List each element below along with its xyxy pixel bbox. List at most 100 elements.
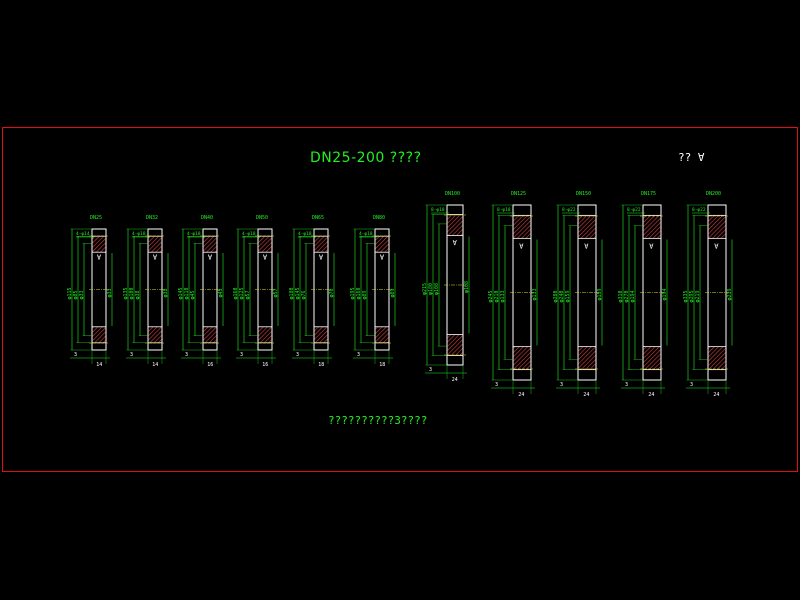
- diameter-label: φ145: [178, 287, 184, 299]
- diameter-label: φ135: [123, 287, 129, 299]
- gap-dimension-label: 3: [429, 367, 432, 373]
- flange-hatch-lower: [642, 346, 662, 371]
- thickness-dimension-label: 24: [648, 392, 654, 398]
- roughness-symbol-icon: ∀: [519, 243, 524, 251]
- diameter-label: φ89: [362, 290, 368, 299]
- diameter-label: φ100: [129, 287, 135, 299]
- bore-label: φ38: [163, 288, 169, 297]
- bore-label: φ33: [107, 288, 113, 297]
- flange-label: DN175: [641, 191, 656, 197]
- flange-hatch-lower: [577, 346, 597, 371]
- bolt-hole-note: 4-φ18: [298, 231, 312, 237]
- bolt-hole-note: 8-φ22: [562, 207, 576, 213]
- gap-dimension-label: 3: [690, 382, 693, 388]
- gap-dimension-label: 3: [560, 382, 563, 388]
- flange-hatch-lower: [91, 326, 107, 344]
- roughness-symbol-icon: ∀: [453, 239, 458, 247]
- diameter-label: φ45: [190, 290, 196, 299]
- gap-dimension-label: 3: [130, 352, 133, 358]
- bolt-hole-note: 8-φ18: [497, 207, 511, 213]
- flange-hatch-lower: [446, 334, 464, 356]
- drawing-frame-border: [2, 127, 798, 472]
- flange-hatch-upper: [374, 235, 390, 253]
- diameter-label: φ57: [245, 290, 251, 299]
- roughness-symbol-icon: ∀: [319, 253, 324, 261]
- roughness-label: ??: [678, 151, 698, 164]
- diameter-label: φ38: [135, 290, 141, 299]
- flange-hatch-lower: [202, 326, 218, 344]
- diameter-label: φ280: [553, 290, 559, 302]
- thickness-dimension-label: 18: [318, 362, 324, 368]
- flange-hatch-upper: [512, 214, 532, 239]
- roughness-symbol-icon: ∀: [584, 243, 589, 251]
- flange-label: DN150: [576, 191, 591, 197]
- bolt-hole-note: 4-φ18: [187, 231, 201, 237]
- diameter-label: φ125: [239, 287, 245, 299]
- diameter-label: φ76: [301, 290, 307, 299]
- flange-hatch-upper: [313, 235, 329, 253]
- bore-label: φ45: [218, 288, 224, 297]
- flange-hatch-upper: [202, 235, 218, 253]
- diameter-label: φ270: [624, 290, 630, 302]
- diameter-label: φ219: [695, 290, 701, 302]
- thickness-dimension-label: 16: [262, 362, 268, 368]
- bore-label: φ159: [597, 288, 603, 300]
- flange-hatch-upper: [642, 214, 662, 239]
- diameter-label: φ145: [295, 287, 301, 299]
- roughness-symbol-icon: ∀: [97, 253, 102, 261]
- thickness-dimension-label: 24: [583, 392, 589, 398]
- diameter-label: φ33: [79, 290, 85, 299]
- thickness-dimension-label: 24: [518, 392, 524, 398]
- bore-label: φ194: [662, 288, 668, 300]
- thickness-dimension-label: 18: [379, 362, 385, 368]
- bore-label: φ108: [464, 281, 470, 293]
- flange-hatch-lower: [512, 346, 532, 371]
- bore-label: φ57: [273, 288, 279, 297]
- flange-label: DN40: [201, 215, 213, 221]
- roughness-symbol-icon: ∀: [208, 253, 213, 261]
- diameter-label: φ180: [289, 287, 295, 299]
- flange-label: DN32: [146, 215, 158, 221]
- bolt-hole-note: 4-φ18: [132, 231, 146, 237]
- bolt-hole-note: 4-φ14: [76, 231, 90, 237]
- diameter-label: φ85: [73, 290, 79, 299]
- diameter-label: φ195: [350, 287, 356, 299]
- flange-hatch-lower: [707, 346, 727, 371]
- diameter-label: φ240: [559, 290, 565, 302]
- diameter-label: φ245: [488, 290, 494, 302]
- gap-dimension-label: 3: [74, 352, 77, 358]
- diameter-label: φ180: [428, 283, 434, 295]
- flange-hatch-upper: [257, 235, 273, 253]
- flange-hatch-upper: [707, 214, 727, 239]
- bolt-hole-note: 4-φ18: [359, 231, 373, 237]
- flange-label: DN25: [90, 215, 102, 221]
- diameter-label: φ115: [67, 287, 73, 299]
- gap-dimension-label: 3: [185, 352, 188, 358]
- diameter-label: φ295: [689, 290, 695, 302]
- gap-dimension-label: 3: [240, 352, 243, 358]
- flange-hatch-lower: [147, 326, 163, 344]
- gap-dimension-label: 3: [357, 352, 360, 358]
- diameter-label: φ310: [618, 290, 624, 302]
- thickness-dimension-label: 16: [207, 362, 213, 368]
- flange-hatch-upper: [577, 214, 597, 239]
- flange-hatch-lower: [257, 326, 273, 344]
- flange-label: DN200: [706, 191, 721, 197]
- roughness-symbol-icon: ∀: [263, 253, 268, 261]
- drawing-title: DN25-200 ????: [310, 150, 422, 166]
- flange-hatch-upper: [147, 235, 163, 253]
- diameter-label: φ194: [630, 290, 636, 302]
- flange-hatch-upper: [446, 214, 464, 236]
- roughness-symbol-icon: ∀: [697, 151, 705, 164]
- roughness-annotation: ?? ∀: [678, 151, 705, 164]
- drawing-note: ??????????3????: [328, 414, 428, 427]
- flange-hatch-upper: [91, 235, 107, 253]
